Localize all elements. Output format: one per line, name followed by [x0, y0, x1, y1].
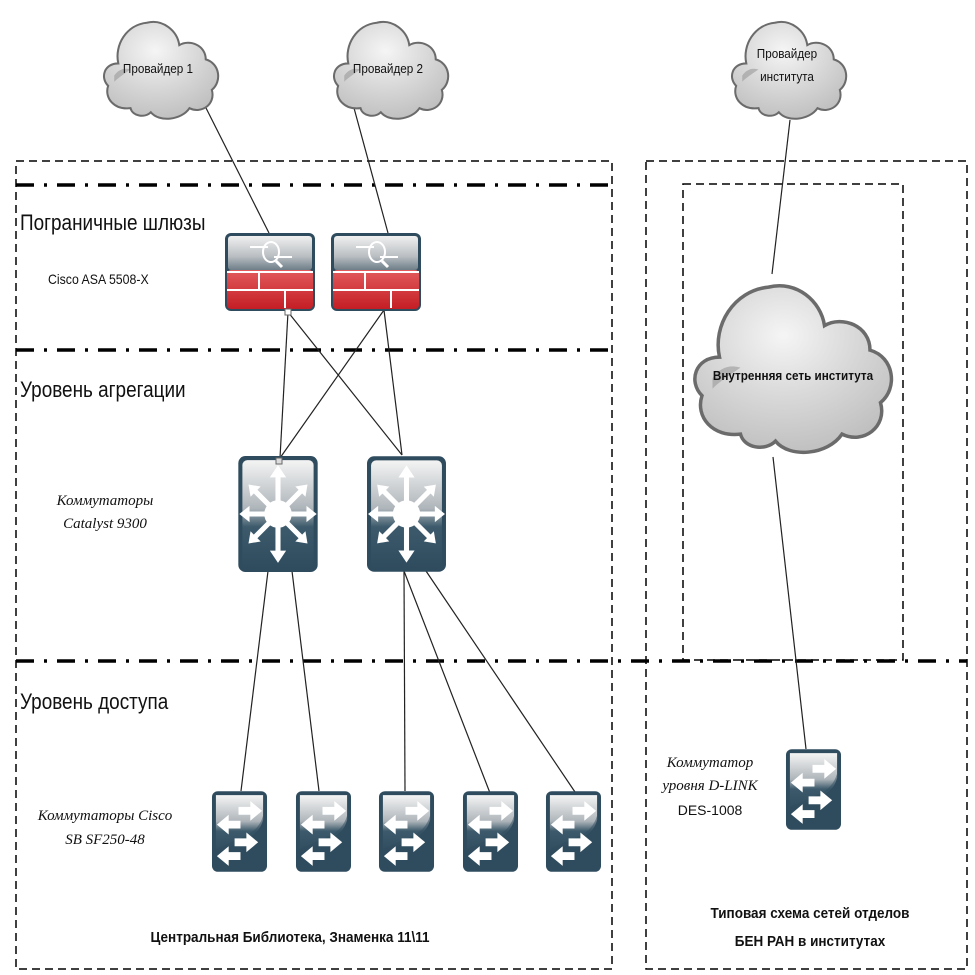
- device-note-dlink-line1: Коммутатор: [666, 755, 754, 771]
- link-cat9300-2-sf250-4: [403, 570, 491, 794]
- link-cat9300-2-sf250-5: [425, 570, 576, 793]
- link-asa-1-cat9300-1: [279, 311, 289, 459]
- link-cat9300-2-sf250-3: [403, 570, 406, 792]
- firewall-icon-asa-1: [223, 232, 317, 312]
- layer-title-aggregation: Уровень агрегации: [20, 377, 186, 402]
- layer-title-edge-gateways: Пограничные шлюзы: [20, 210, 206, 235]
- workgroup-switch-icon-sf250-2: [295, 791, 352, 872]
- cloud-label-institute-provider-line2: института: [760, 69, 814, 84]
- layer-title-access: Уровень доступа: [20, 689, 169, 714]
- device-note-catalyst-line1: Коммутаторы: [56, 493, 154, 509]
- cloud-label-provider-2: Провайдер 2: [352, 61, 424, 76]
- cloud-label-internal-network: Внутренняя сеть института: [712, 368, 874, 383]
- link-asa-1-cat9300-2: [287, 311, 403, 456]
- institute-zone: [645, 160, 968, 970]
- workgroup-switch-icon-sf250-1: [211, 791, 268, 872]
- zone-caption-institute-line2: БЕН РАН в институтах: [734, 933, 886, 950]
- workgroup-switch-icon-des-1008: [785, 749, 842, 830]
- link-cat9300-1-sf250-2: [291, 570, 320, 792]
- firewall-icon-asa-2: [329, 232, 423, 312]
- link-inner-cloud-des-1008: [772, 456, 807, 750]
- link-port-marker: [275, 457, 283, 465]
- link-provider-1-asa-1: [203, 103, 270, 234]
- layer3-switch-icon-cat9300-2: [367, 456, 446, 571]
- device-note-sf250-line1: Коммутаторы Cisco: [37, 808, 173, 824]
- link-asa-2-cat9300-1: [279, 309, 385, 459]
- cloud-label-provider-1: Провайдер 1: [122, 61, 194, 76]
- device-note-dlink-line2: уровня D-LINK: [662, 778, 758, 794]
- cloud-label-institute-provider-line1: Провайдер: [756, 46, 818, 61]
- device-note-catalyst-line2: Catalyst 9300: [63, 516, 147, 532]
- workgroup-switch-icon-sf250-3: [378, 791, 435, 872]
- link-cat9300-1-sf250-1: [240, 570, 269, 792]
- device-note-asa: Cisco ASA 5508-X: [48, 271, 149, 287]
- link-port-marker: [284, 308, 292, 316]
- zone-caption-central-library: Центральная Библиотека, Знаменка 11\11: [150, 929, 430, 946]
- link-provider-2-asa-2: [353, 107, 389, 234]
- workgroup-switch-icon-sf250-4: [462, 791, 519, 872]
- layer3-switch-icon-cat9300-1: [238, 456, 317, 572]
- institute-inner-zone: [682, 183, 904, 661]
- device-note-dlink-line3: DES-1008: [677, 802, 743, 818]
- workgroup-switch-icon-sf250-5: [545, 791, 602, 872]
- link-institute-provider-inner-cloud: [771, 119, 791, 275]
- zone-caption-institute-line1: Типовая схема сетей отделов: [710, 905, 910, 922]
- link-asa-2-cat9300-2: [383, 309, 403, 456]
- device-note-sf250-line2: SB SF250-48: [65, 832, 145, 848]
